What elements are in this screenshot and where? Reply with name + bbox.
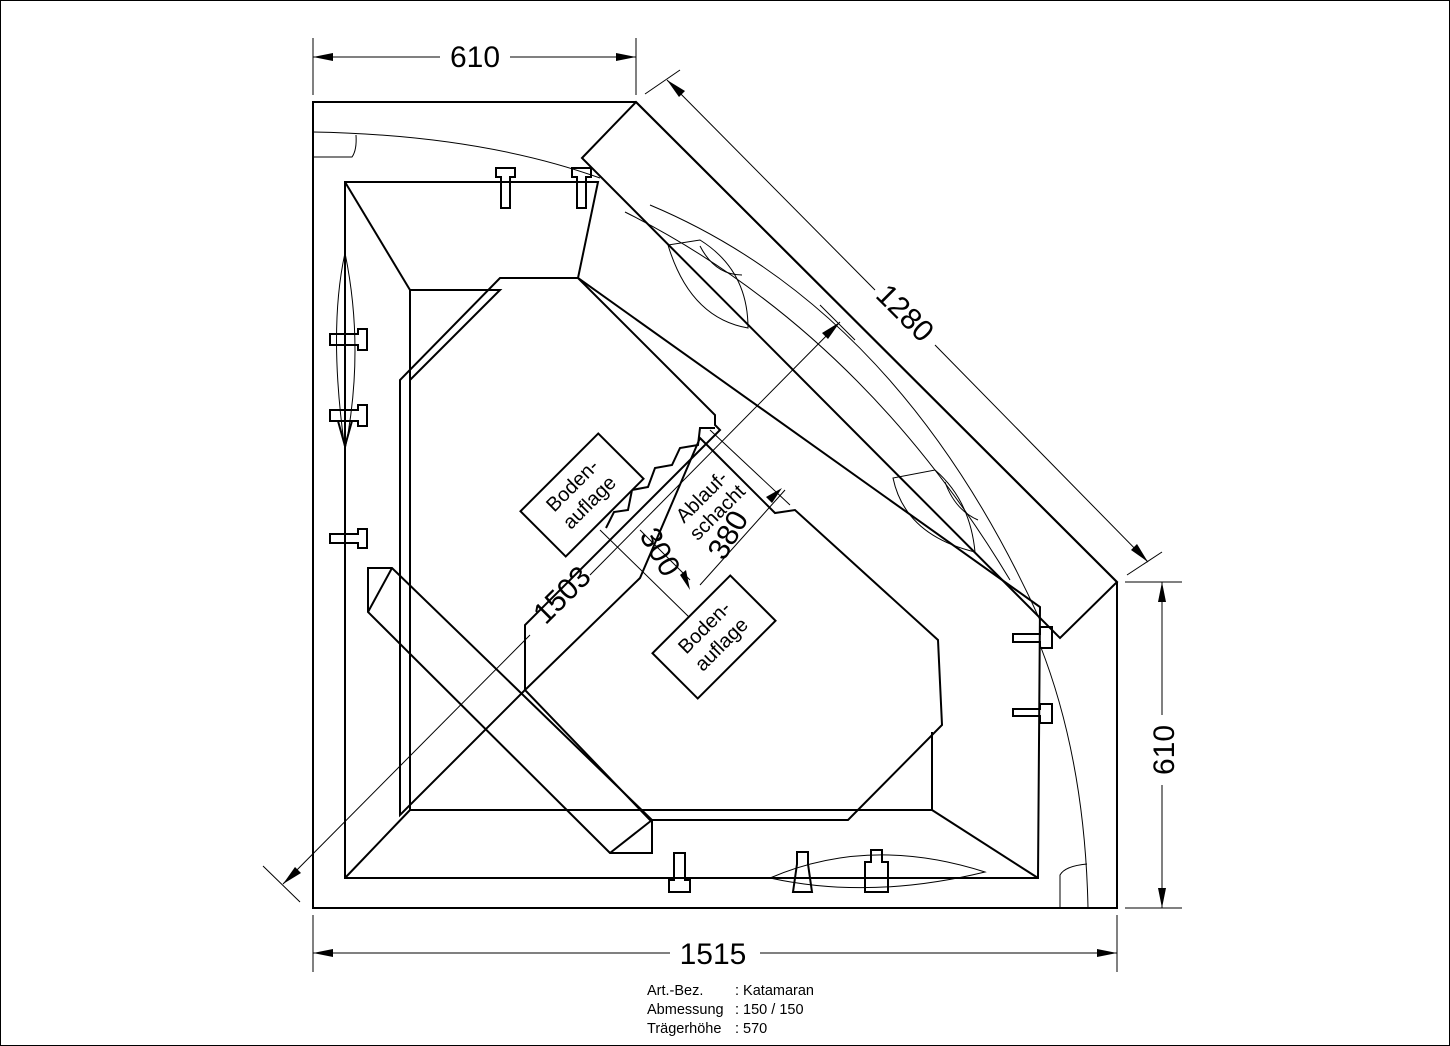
rim-arc-diagonal [624, 211, 1011, 581]
dimension-bottom-width: 1515 [312, 915, 1118, 972]
rim-arc-right [1039, 644, 1089, 909]
fitting-right-1 [1012, 626, 1053, 649]
corner-detail-bottom-right [1059, 863, 1088, 908]
article-info-block: Art.-Bez. : Katamaran Abmessung : 150 / 15… [647, 982, 814, 1039]
floor-platform [399, 277, 722, 818]
rim-arc-top [312, 131, 601, 179]
height-row: Trägerhöhe : 570 [647, 1020, 814, 1039]
dimension-top-width: 610 [312, 38, 637, 95]
headrest-2 [892, 469, 976, 553]
dimension-bottom-width-label: 1515 [680, 938, 747, 971]
dimension-top-width-label: 610 [450, 41, 500, 74]
apron-diagonal [580, 100, 1119, 640]
height-key: Trägerhöhe [647, 1021, 722, 1037]
platform-notches [605, 427, 715, 529]
fitting-left-1 [329, 328, 368, 351]
size-value: : 150 / 150 [735, 1002, 804, 1018]
fitting-top-1 [495, 167, 516, 209]
armrest-left [336, 252, 356, 451]
article-row: Art.-Bez. : Katamaran [647, 982, 814, 1001]
fitting-top-2 [571, 167, 592, 209]
fitting-right-2 [1012, 703, 1053, 724]
rim-arc-diagonal-2 [649, 204, 1041, 621]
floor-support-label-1: Boden- auflage [519, 432, 645, 558]
basin-floor-edge [409, 289, 503, 383]
article-value: : Katamaran [735, 983, 814, 999]
dimension-right-height-label: 610 [1148, 725, 1181, 775]
size-row: Abmessung : 150 / 150 [647, 1001, 814, 1020]
height-value: : 570 [735, 1021, 768, 1037]
headrest-2-detail [944, 481, 979, 521]
size-key: Abmessung [647, 1002, 724, 1018]
floor-support-label-2: Boden- auflage [651, 574, 777, 700]
dimension-right-height: 610 [1125, 581, 1182, 909]
fitting-left-2 [329, 404, 368, 450]
corner-detail-top-left [313, 134, 357, 158]
floor-platform-right [523, 436, 944, 821]
fitting-bottom-2 [791, 851, 814, 893]
dimension-diagonal-inner: 1503 [262, 304, 856, 903]
tub-outline [312, 101, 1118, 909]
armrest-bottom [768, 854, 987, 889]
headrest-1 [667, 239, 749, 329]
article-key: Art.-Bez. [647, 983, 704, 999]
dimension-diagonal-length-label: 1280 [869, 278, 940, 349]
fitting-left-3 [329, 528, 368, 549]
fitting-bottom-1 [668, 852, 691, 893]
fitting-bottom-3 [864, 849, 889, 893]
headrest-1-detail [699, 245, 743, 276]
dimension-diagonal-inner-label: 1503 [527, 560, 598, 631]
